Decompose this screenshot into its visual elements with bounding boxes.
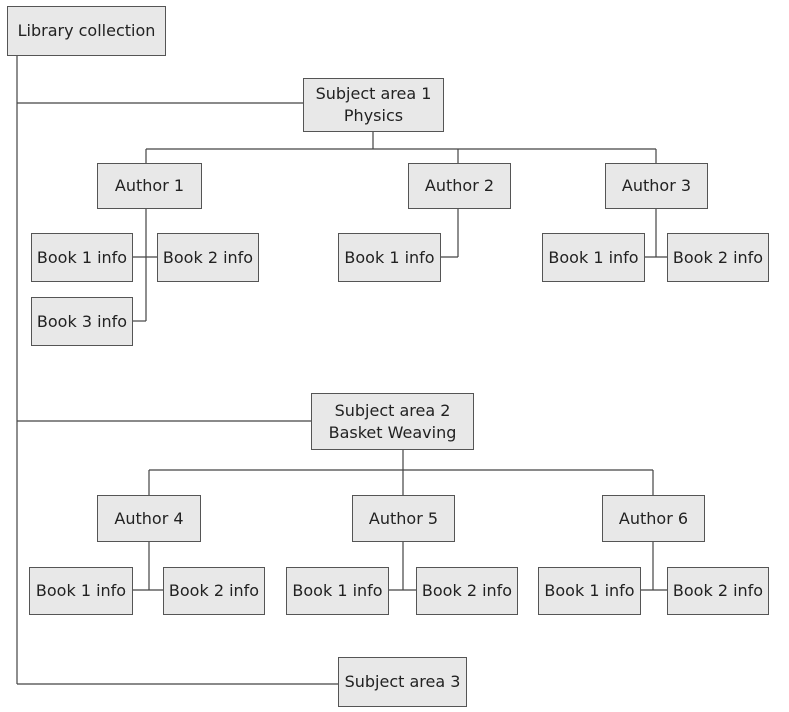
book-label: Book 1 info [292, 581, 383, 600]
book-label: Book 2 info [672, 247, 764, 267]
author1-book2-node: Book 2 info [157, 233, 259, 282]
author3-book2-node: Book 2 info [667, 233, 769, 282]
author-6-node: Author 6 [602, 495, 705, 542]
author-2-node: Author 2 [408, 163, 511, 209]
author-3-node: Author 3 [605, 163, 708, 209]
book-label: Book 1 info [36, 247, 128, 267]
author-4-label: Author 4 [114, 508, 184, 528]
subject-area-1-title: Subject area 1 [315, 84, 432, 103]
book-label: Book 3 info [36, 311, 128, 331]
book-label: Book 1 info [548, 247, 639, 267]
author-5-node: Author 5 [352, 495, 455, 542]
author-1-label: Author 1 [114, 176, 185, 195]
subject-area-2-node: Subject area 2 Basket Weaving [311, 393, 474, 450]
author-5-label: Author 5 [368, 508, 439, 528]
author-2-label: Author 2 [424, 176, 495, 195]
book-label: Book 1 info [35, 581, 127, 600]
book-label: Book 2 info [162, 247, 254, 267]
subject-area-2-name: Basket Weaving [328, 422, 457, 442]
subject-area-1-node: Subject area 1 Physics [303, 78, 444, 132]
author4-book2-node: Book 2 info [163, 567, 265, 615]
subject-area-3-node: Subject area 3 [338, 657, 467, 707]
author4-book1-node: Book 1 info [29, 567, 133, 615]
book-label: Book 1 info [344, 247, 435, 267]
book-label: Book 1 info [544, 581, 635, 600]
book-label: Book 2 info [168, 581, 260, 600]
library-collection-node: Library collection [7, 6, 166, 56]
author1-book1-node: Book 1 info [31, 233, 133, 282]
library-collection-label: Library collection [17, 21, 156, 40]
subject-area-2-title: Subject area 2 [334, 400, 451, 420]
author6-book1-node: Book 1 info [538, 567, 641, 615]
author-3-label: Author 3 [621, 176, 692, 195]
author1-book3-node: Book 3 info [31, 297, 133, 346]
author2-book1-node: Book 1 info [338, 233, 441, 282]
subject-area-3-label: Subject area 3 [344, 672, 461, 691]
author-6-label: Author 6 [618, 508, 689, 528]
author3-book1-node: Book 1 info [542, 233, 645, 282]
author5-book1-node: Book 1 info [286, 567, 389, 615]
author-1-node: Author 1 [97, 163, 202, 209]
author5-book2-node: Book 2 info [416, 567, 518, 615]
book-label: Book 2 info [421, 581, 513, 600]
author-4-node: Author 4 [97, 495, 201, 542]
author6-book2-node: Book 2 info [667, 567, 769, 615]
subject-area-1-name: Physics [343, 106, 404, 125]
book-label: Book 2 info [672, 581, 764, 600]
